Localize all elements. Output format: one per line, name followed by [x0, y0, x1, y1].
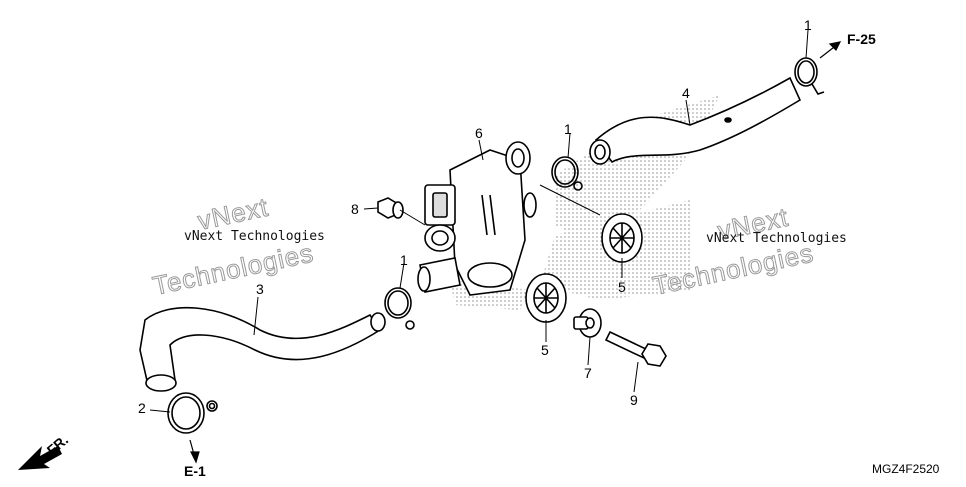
nut-8: [377, 197, 404, 219]
callout-1-top: 1: [804, 17, 812, 33]
leader-lines: [149, 29, 809, 413]
watermark-big-bottom-left: Technologies: [150, 237, 316, 300]
callout-1-mid: 1: [564, 121, 572, 137]
air-suction-valve-6: [417, 141, 537, 296]
callout-numbers: 1 1 1 2 3 4 5 5 6 7 8 9: [138, 17, 812, 416]
callout-4: 4: [682, 85, 690, 101]
callout-8: 8: [351, 201, 359, 217]
callout-5-lower: 5: [541, 342, 549, 358]
clamp-1-left: [384, 287, 415, 330]
clamp-2: [167, 392, 218, 434]
callout-3: 3: [256, 281, 264, 297]
clamp-1-mid: [551, 156, 583, 191]
reference-e1: E-1: [184, 463, 206, 479]
arrow-f25: [819, 41, 842, 59]
tube-3: [139, 306, 386, 392]
callout-2: 2: [138, 400, 146, 416]
diagram-code: MGZ4F2520: [872, 462, 940, 476]
front-direction-arrow-icon: FR.: [18, 432, 71, 470]
callout-9: 9: [630, 392, 638, 408]
bolt-9: [604, 330, 667, 367]
reference-labels: F-25 E-1: [184, 31, 876, 479]
callout-1-left: 1: [400, 252, 408, 268]
watermark-small-left: vNext Technologies: [184, 229, 325, 244]
reference-f25: F-25: [847, 31, 876, 47]
callout-5-upper: 5: [618, 279, 626, 295]
collar-7: [573, 308, 602, 338]
rubber-mount-5-lower: [525, 273, 567, 323]
tube-4: [589, 76, 802, 165]
arrow-e1: [189, 439, 200, 464]
callout-7: 7: [584, 365, 592, 381]
clamp-1-top: [794, 57, 825, 95]
watermark-small-right: vNext Technologies: [706, 231, 847, 246]
rubber-mount-5-upper: [601, 213, 643, 263]
callout-6: 6: [475, 125, 483, 141]
